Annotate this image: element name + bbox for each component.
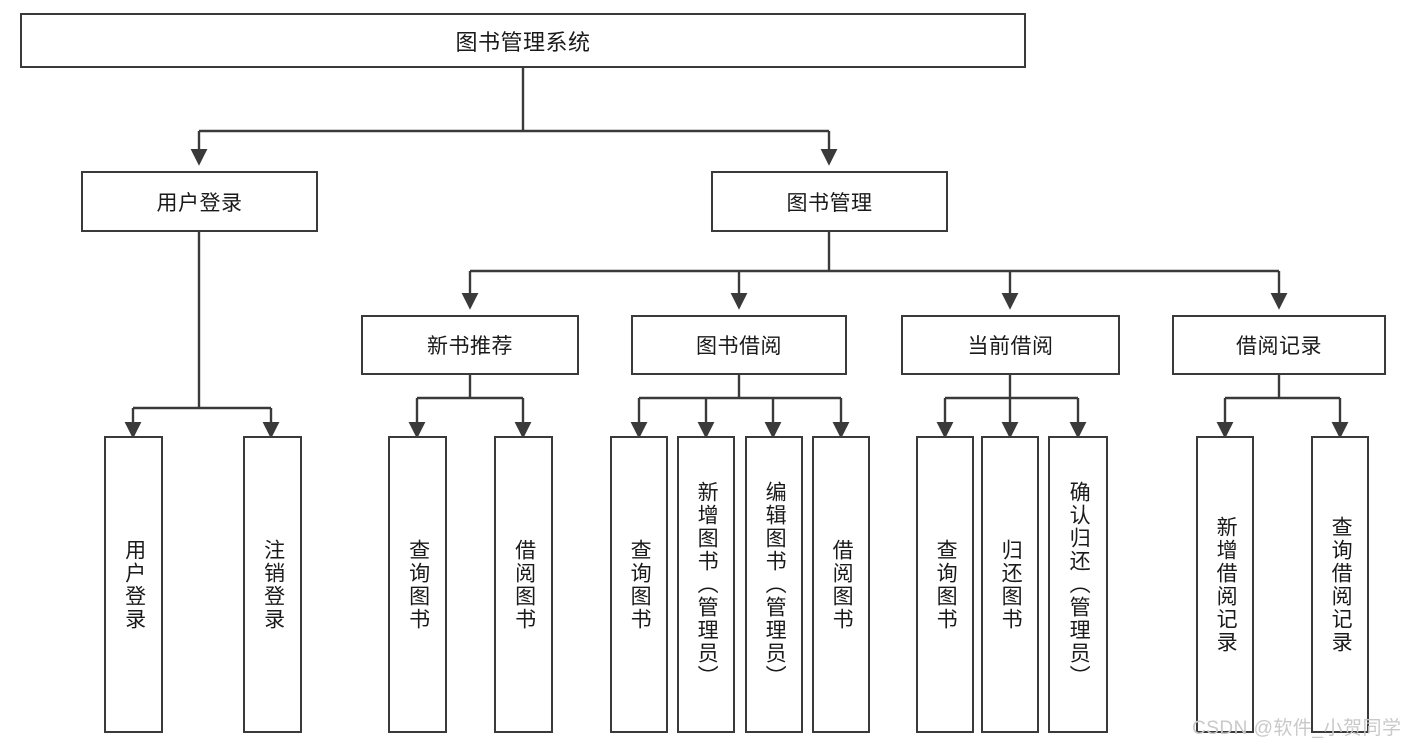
leaf-new-book-query[interactable]: 查询图书 xyxy=(388,436,447,733)
leaf-current-query-book[interactable]: 查询图书 xyxy=(916,436,974,733)
node-label: 编辑图书（管理员） xyxy=(763,481,787,688)
node-label: 查询图书 xyxy=(628,538,652,631)
watermark-text: CSDN @软件_小贺同学 xyxy=(1192,718,1402,739)
leaf-borrow-query-book[interactable]: 查询图书 xyxy=(610,436,668,733)
node-label: 注销登录 xyxy=(261,538,285,631)
node-label: 图书管理 xyxy=(786,191,873,215)
node-label: 查询图书 xyxy=(934,538,958,631)
node-label: 查询图书 xyxy=(406,538,430,631)
node-label: 当前借阅 xyxy=(967,335,1054,358)
leaf-borrow-edit-book[interactable]: 编辑图书（管理员） xyxy=(745,436,803,733)
node-label: 确认归还（管理员） xyxy=(1067,481,1091,688)
node-label: 图书借阅 xyxy=(696,335,782,358)
node-label: 新书推荐 xyxy=(427,335,513,358)
node-label: 借阅图书 xyxy=(512,538,536,631)
node-borrow-record[interactable]: 借阅记录 xyxy=(1172,315,1386,375)
node-label: 借阅记录 xyxy=(1236,335,1322,358)
node-label: 用户登录 xyxy=(156,191,243,215)
node-current-borrow[interactable]: 当前借阅 xyxy=(901,315,1120,375)
leaf-record-query[interactable]: 查询借阅记录 xyxy=(1311,436,1369,733)
node-label: 新增借阅记录 xyxy=(1214,515,1238,654)
node-label: 新增图书（管理员） xyxy=(695,481,719,688)
node-root-system[interactable]: 图书管理系统 xyxy=(20,13,1026,68)
node-new-book-recommend[interactable]: 新书推荐 xyxy=(361,315,579,375)
node-label: 图书管理系统 xyxy=(455,29,591,55)
leaf-new-book-borrow[interactable]: 借阅图书 xyxy=(494,436,553,733)
leaf-borrow-add-book[interactable]: 新增图书（管理员） xyxy=(677,436,735,733)
node-label: 借阅图书 xyxy=(830,538,854,631)
csdn-watermark: CSDN @软件_小贺同学 xyxy=(1192,713,1401,740)
node-book-management[interactable]: 图书管理 xyxy=(711,171,948,232)
leaf-current-confirm-return[interactable]: 确认归还（管理员） xyxy=(1048,436,1108,733)
node-book-borrow[interactable]: 图书借阅 xyxy=(631,315,847,375)
leaf-user-login-logout[interactable]: 注销登录 xyxy=(243,436,302,733)
node-user-login[interactable]: 用户登录 xyxy=(81,171,318,232)
leaf-user-login-login[interactable]: 用户登录 xyxy=(104,436,163,733)
leaf-borrow-borrow-book[interactable]: 借阅图书 xyxy=(812,436,870,733)
leaf-record-add[interactable]: 新增借阅记录 xyxy=(1196,436,1254,733)
leaf-current-return-book[interactable]: 归还图书 xyxy=(981,436,1039,733)
node-label: 归还图书 xyxy=(999,538,1023,631)
node-label: 用户登录 xyxy=(122,538,146,631)
node-label: 查询借阅记录 xyxy=(1329,515,1353,654)
